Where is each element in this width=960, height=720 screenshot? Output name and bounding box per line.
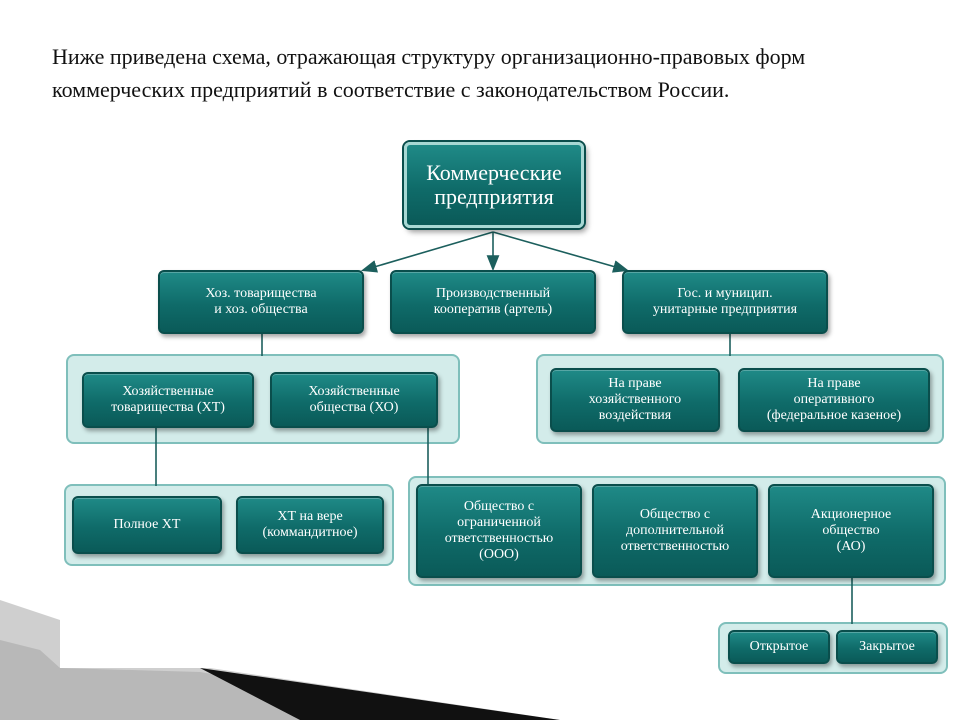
- root-node: Коммерческие предприятия: [404, 142, 584, 228]
- node-ht: Хозяйственные товарищества (ХТ): [82, 372, 254, 428]
- node-hoz-vedenie: На праве хозяйственного воздействия: [550, 368, 720, 432]
- node-polnoe: Полное ХТ: [72, 496, 222, 554]
- node-hoz: Хоз. товарищества и хоз. общества: [158, 270, 364, 334]
- node-ho: Хозяйственные общества (ХО): [270, 372, 438, 428]
- node-closed: Закрытое: [836, 630, 938, 664]
- node-ooo: Общество с ограниченной ответственностью…: [416, 484, 582, 578]
- node-coop: Производственный кооператив (артель): [390, 270, 596, 334]
- node-odo: Общество с дополнительной ответственност…: [592, 484, 758, 578]
- node-ao: Акционерное общество (АО): [768, 484, 934, 578]
- node-gos: Гос. и муницип. унитарные предприятия: [622, 270, 828, 334]
- node-open: Открытое: [728, 630, 830, 664]
- node-vera: ХТ на вере (коммандитное): [236, 496, 384, 554]
- node-oper: На праве оперативного (федеральное казен…: [738, 368, 930, 432]
